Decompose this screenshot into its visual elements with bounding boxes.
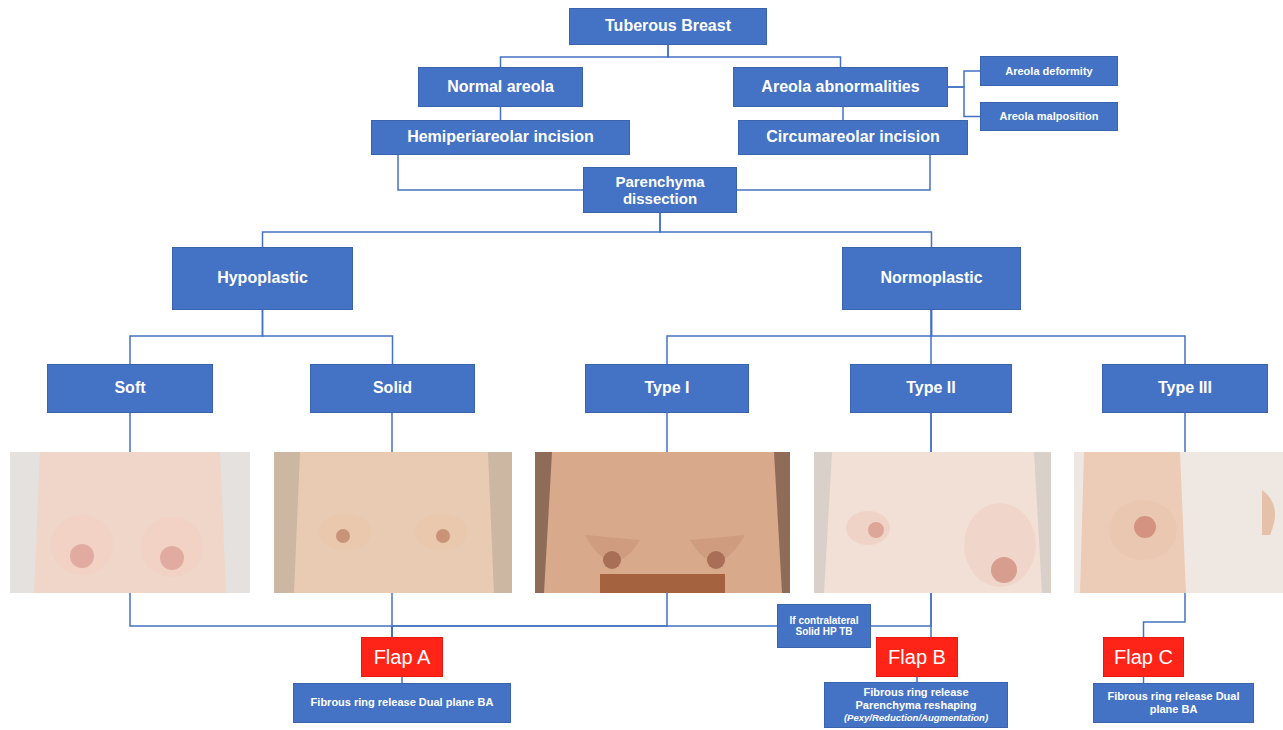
photo-solid bbox=[274, 452, 512, 593]
connector bbox=[263, 213, 661, 247]
box-label: Areola malposition bbox=[999, 110, 1098, 123]
photo-type-ii bbox=[814, 452, 1051, 593]
connector bbox=[842, 107, 844, 120]
box-label: Normoplastic bbox=[880, 269, 982, 287]
condition-box: If contralateral Solid HP TB bbox=[777, 604, 871, 648]
box-label: Type III bbox=[1158, 379, 1212, 397]
process-box: Type III bbox=[1102, 364, 1268, 413]
connector bbox=[501, 45, 669, 67]
box-label: Flap C bbox=[1114, 646, 1173, 669]
sub-box: Areola deformity bbox=[980, 56, 1118, 86]
connector bbox=[737, 155, 930, 190]
box-label: Hemiperiareolar incision bbox=[407, 128, 594, 146]
box-label: Type II bbox=[906, 379, 956, 397]
process-box: Areola abnormalities bbox=[733, 67, 948, 107]
box-label: Normal areola bbox=[447, 78, 554, 96]
connector bbox=[948, 71, 980, 87]
box-label: Hypoplastic bbox=[217, 269, 308, 287]
procedure-box: Fibrous ring release Dual plane BA bbox=[293, 683, 511, 723]
procedure-box: Fibrous ring release Dual plane BA bbox=[1093, 683, 1254, 723]
box-label: If contralateral Solid HP TB bbox=[783, 615, 865, 638]
connector bbox=[263, 310, 393, 364]
box-label: (Pexy/Reduction/Augmentation) bbox=[844, 712, 988, 723]
process-box: Parenchyma dissection bbox=[583, 167, 737, 213]
process-box: Circumareolar incision bbox=[738, 120, 968, 155]
box-label: Tuberous Breast bbox=[605, 17, 731, 35]
box-label: Type I bbox=[644, 379, 689, 397]
procedure-box: Fibrous ring release Parenchyma reshapin… bbox=[824, 682, 1008, 728]
photo-soft bbox=[10, 452, 250, 593]
flap-box: Flap C bbox=[1103, 637, 1184, 677]
box-label: Areola deformity bbox=[1005, 65, 1092, 78]
box-label: Fibrous ring release Dual plane BA bbox=[311, 696, 494, 709]
photo-type-i bbox=[535, 452, 790, 593]
box-label: Soft bbox=[114, 379, 145, 397]
box-label: Parenchyma dissection bbox=[589, 173, 731, 208]
process-box: Normoplastic bbox=[842, 247, 1021, 310]
box-label: Flap B bbox=[888, 646, 946, 669]
process-box: Tuberous Breast bbox=[569, 8, 767, 45]
flap-box: Flap B bbox=[876, 637, 958, 677]
connector bbox=[130, 413, 392, 637]
process-box: Hypoplastic bbox=[172, 247, 353, 310]
process-box: Hemiperiareolar incision bbox=[371, 120, 630, 155]
box-label: Solid bbox=[373, 379, 412, 397]
connector bbox=[660, 213, 932, 247]
process-box: Type I bbox=[585, 364, 749, 413]
connector bbox=[948, 87, 980, 117]
process-box: Soft bbox=[47, 364, 213, 413]
process-box: Type II bbox=[850, 364, 1012, 413]
connector bbox=[392, 626, 777, 637]
process-box: Normal areola bbox=[418, 67, 583, 107]
box-label: Flap A bbox=[374, 646, 431, 669]
box-label: Fibrous ring release Dual plane BA bbox=[1099, 690, 1248, 716]
photo-type-iii bbox=[1074, 452, 1283, 593]
flap-box: Flap A bbox=[361, 637, 443, 677]
connector bbox=[130, 310, 263, 364]
connector bbox=[398, 155, 583, 190]
box-label: Areola abnormalities bbox=[761, 78, 919, 96]
connector bbox=[668, 45, 841, 67]
process-box: Solid bbox=[310, 364, 475, 413]
sub-box: Areola malposition bbox=[980, 102, 1118, 131]
box-label: Circumareolar incision bbox=[766, 128, 939, 146]
connector bbox=[500, 107, 502, 120]
connector bbox=[932, 310, 1186, 364]
box-label: Fibrous ring release Parenchyma reshapin… bbox=[830, 686, 1002, 712]
connector bbox=[667, 310, 932, 364]
